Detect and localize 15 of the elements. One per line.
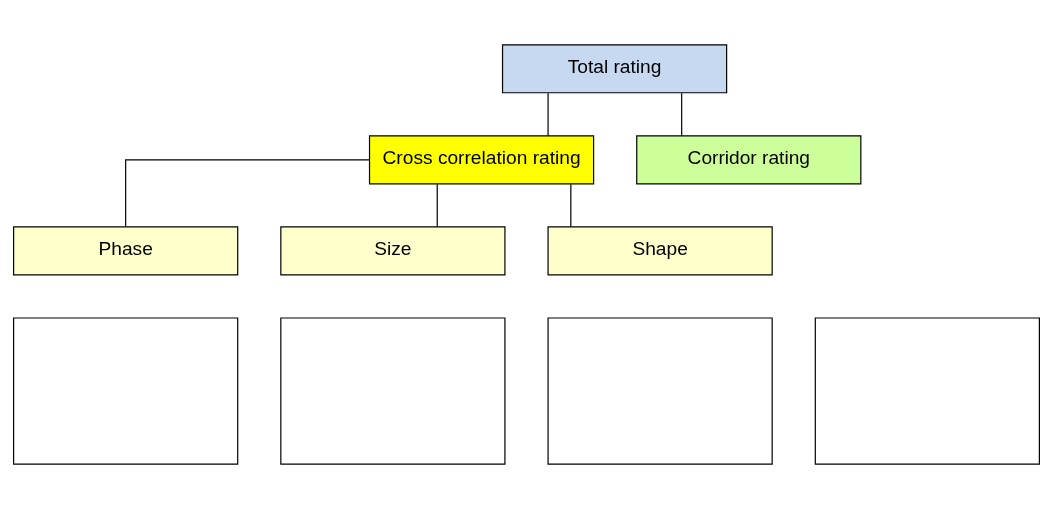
node-box: Size bbox=[280, 225, 506, 275]
connector bbox=[681, 92, 683, 136]
connector bbox=[125, 158, 371, 227]
node-box: Phase bbox=[13, 225, 239, 275]
node-box bbox=[13, 316, 239, 465]
node-box: Shape bbox=[547, 225, 773, 275]
node-box: Total rating bbox=[501, 43, 728, 93]
connector bbox=[570, 183, 572, 227]
node-box bbox=[280, 316, 506, 465]
connector bbox=[436, 183, 438, 227]
connector bbox=[547, 92, 549, 136]
node-box bbox=[547, 316, 773, 465]
node-box: Cross correlation rating bbox=[368, 134, 595, 184]
node-box: Corridor rating bbox=[636, 134, 862, 184]
node-box bbox=[814, 316, 1040, 465]
